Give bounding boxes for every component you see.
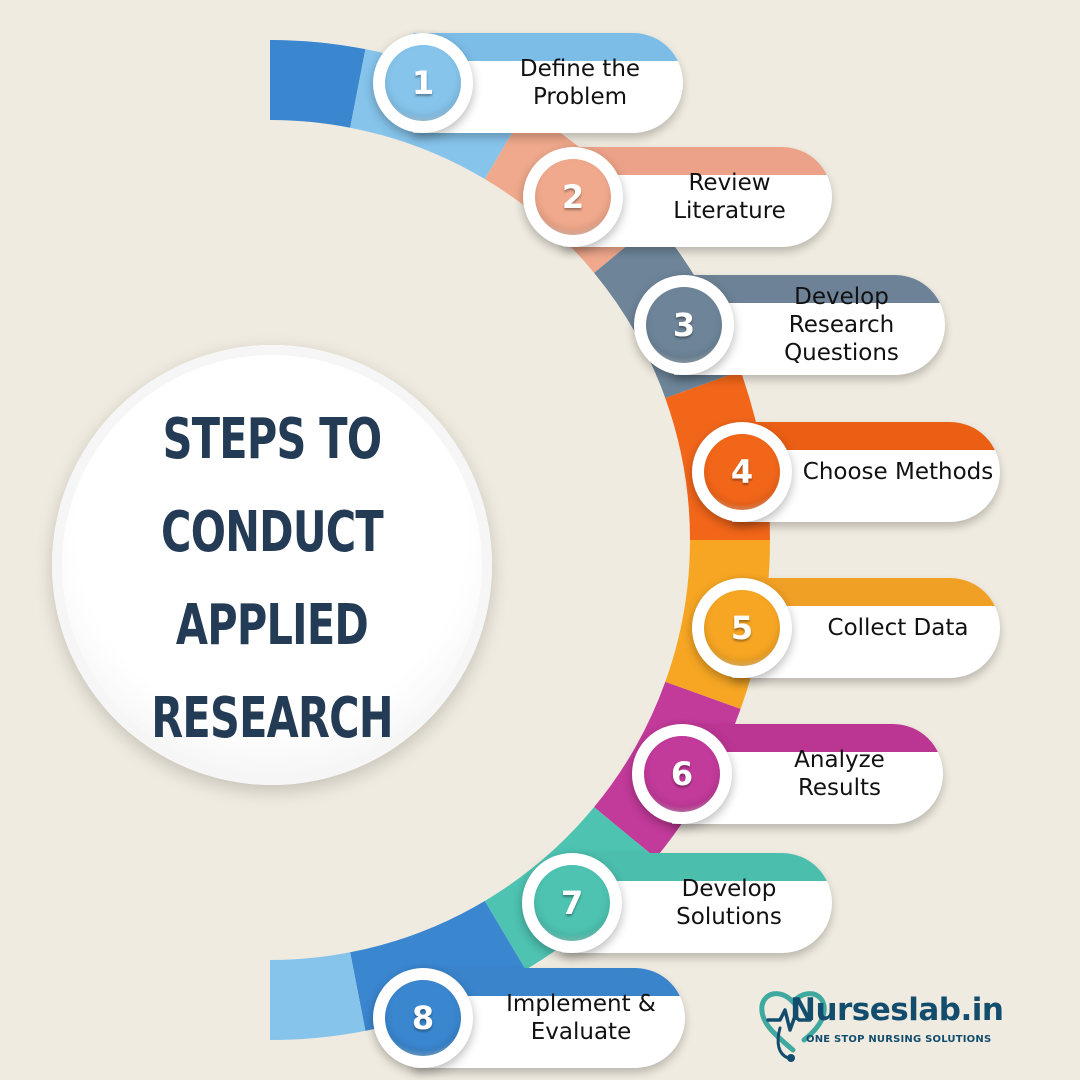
brand-logo: Nurseslab.in ONE STOP NURSING SOLUTIONS: [758, 984, 1008, 1064]
step-label: Choose Methods: [802, 459, 994, 485]
step-6: Analyze Results 6: [632, 724, 943, 824]
title-line: APPLIED: [175, 593, 369, 658]
step-number-badge: 7: [522, 853, 622, 953]
step-5: Collect Data 5: [692, 578, 1000, 678]
step-number: 3: [672, 306, 696, 344]
arc-end-segment-top: [270, 40, 366, 128]
step-number-badge: 5: [692, 578, 792, 678]
brand-tagline: ONE STOP NURSING SOLUTIONS: [806, 1034, 992, 1045]
step-1: Define the Problem 1: [373, 33, 683, 133]
title-line: STEPS TO: [162, 407, 382, 472]
title-line: CONDUCT: [161, 500, 384, 565]
step-4: Choose Methods 4: [692, 422, 1000, 522]
step-label: Define the Problem: [519, 56, 641, 110]
step-number: 8: [411, 999, 435, 1037]
step-number: 1: [411, 64, 435, 102]
step-number-badge: 4: [692, 422, 792, 522]
step-label: Implement & Evaluate: [506, 991, 656, 1045]
arc-end-segment-bottom: [270, 952, 366, 1040]
title-circle: STEPS TO CONDUCT APPLIED RESEARCH: [52, 345, 492, 785]
step-3: Develop Research Questions 3: [634, 275, 945, 375]
step-number: 7: [560, 884, 584, 922]
title-line: RESEARCH: [151, 686, 393, 751]
step-number: 5: [730, 609, 754, 647]
step-label: Analyze Results: [794, 747, 885, 801]
step-number-badge: 3: [634, 275, 734, 375]
step-number-badge: 8: [373, 968, 473, 1068]
step-number: 6: [670, 755, 694, 793]
infographic-title: STEPS TO CONDUCT APPLIED RESEARCH: [109, 393, 435, 765]
step-8: Implement & Evaluate 8: [373, 968, 685, 1068]
step-label: Review Literature: [673, 170, 786, 224]
step-number: 4: [730, 453, 754, 491]
heart-stethoscope-icon: [759, 991, 827, 1062]
step-label: Develop Research Questions: [784, 284, 899, 366]
step-number-badge: 1: [373, 33, 473, 133]
step-label: Collect Data: [827, 615, 969, 641]
step-number: 2: [561, 178, 585, 216]
step-label: Develop Solutions: [676, 876, 782, 930]
step-number-badge: 6: [632, 724, 732, 824]
step-7: Develop Solutions 7: [522, 853, 832, 953]
step-2: Review Literature 2: [523, 147, 832, 247]
step-number-badge: 2: [523, 147, 623, 247]
brand-name: Nurseslab.in: [790, 992, 1004, 1028]
